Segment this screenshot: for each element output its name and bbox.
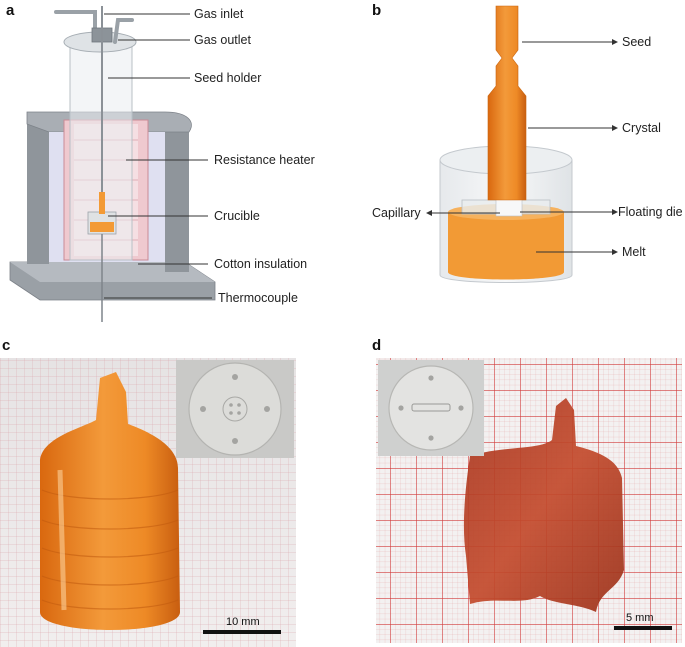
- arrow-capillary: [426, 210, 432, 216]
- inset-c-center-holes: [222, 396, 248, 422]
- crystal-plate: [463, 398, 624, 612]
- scale-bar-d: [614, 626, 672, 630]
- crystal-in-furnace: [99, 192, 105, 214]
- panel-d-letter: d: [372, 337, 381, 354]
- label-crucible: Crucible: [214, 209, 260, 223]
- label-cotton-insulation: Cotton insulation: [214, 257, 307, 271]
- label-gas-inlet: Gas inlet: [194, 7, 244, 21]
- inset-c-holes: [200, 374, 270, 444]
- label-seed-holder: Seed holder: [194, 71, 261, 85]
- scale-label-d: 5 mm: [626, 612, 654, 624]
- melt-liquid: [448, 212, 564, 280]
- label-melt: Melt: [622, 245, 646, 259]
- panel-b-letter: b: [372, 2, 381, 19]
- seed-and-crystal: [487, 5, 527, 201]
- scale-bar-c: [203, 630, 281, 634]
- label-crystal: Crystal: [622, 121, 661, 135]
- label-capillary: Capillary: [372, 206, 421, 220]
- panel-b: b Seed Crystal Capillary Floating die Me…: [372, 2, 683, 283]
- gas-outlet-pipe: [113, 18, 134, 44]
- inset-d-holes: [398, 375, 464, 441]
- arrow-crystal: [612, 125, 618, 131]
- panel-d: d 5 mm: [372, 337, 682, 643]
- label-thermocouple: Thermocouple: [218, 291, 298, 305]
- label-gas-outlet: Gas outlet: [194, 33, 252, 47]
- label-resistance-heater: Resistance heater: [214, 153, 315, 167]
- furnace-base-top: [10, 262, 215, 282]
- inset-c-die-disc: [188, 362, 282, 456]
- scale-label-c: 10 mm: [226, 616, 260, 628]
- panel-c: c 10 mm: [0, 337, 296, 647]
- label-floating-die: Floating die: [618, 205, 683, 219]
- label-seed: Seed: [622, 35, 651, 49]
- crystal-cylinder: [40, 372, 180, 630]
- arrow-seed: [612, 39, 618, 45]
- panel-a-letter: a: [6, 2, 15, 19]
- arrow-floating-die: [612, 209, 618, 215]
- panel-a: a: [6, 2, 315, 322]
- crystal-highlight: [57, 469, 67, 611]
- panel-c-letter: c: [2, 337, 10, 354]
- arrow-melt: [612, 249, 618, 255]
- crucible-melt: [90, 222, 114, 232]
- crystal-growth-bands: [41, 489, 179, 610]
- inset-d-die-disc: [388, 365, 474, 451]
- gas-inlet-pipe: [54, 10, 97, 32]
- furnace-right-wall: [165, 132, 189, 272]
- furnace-left-wall: [27, 124, 49, 264]
- inset-d-slit: [411, 403, 451, 412]
